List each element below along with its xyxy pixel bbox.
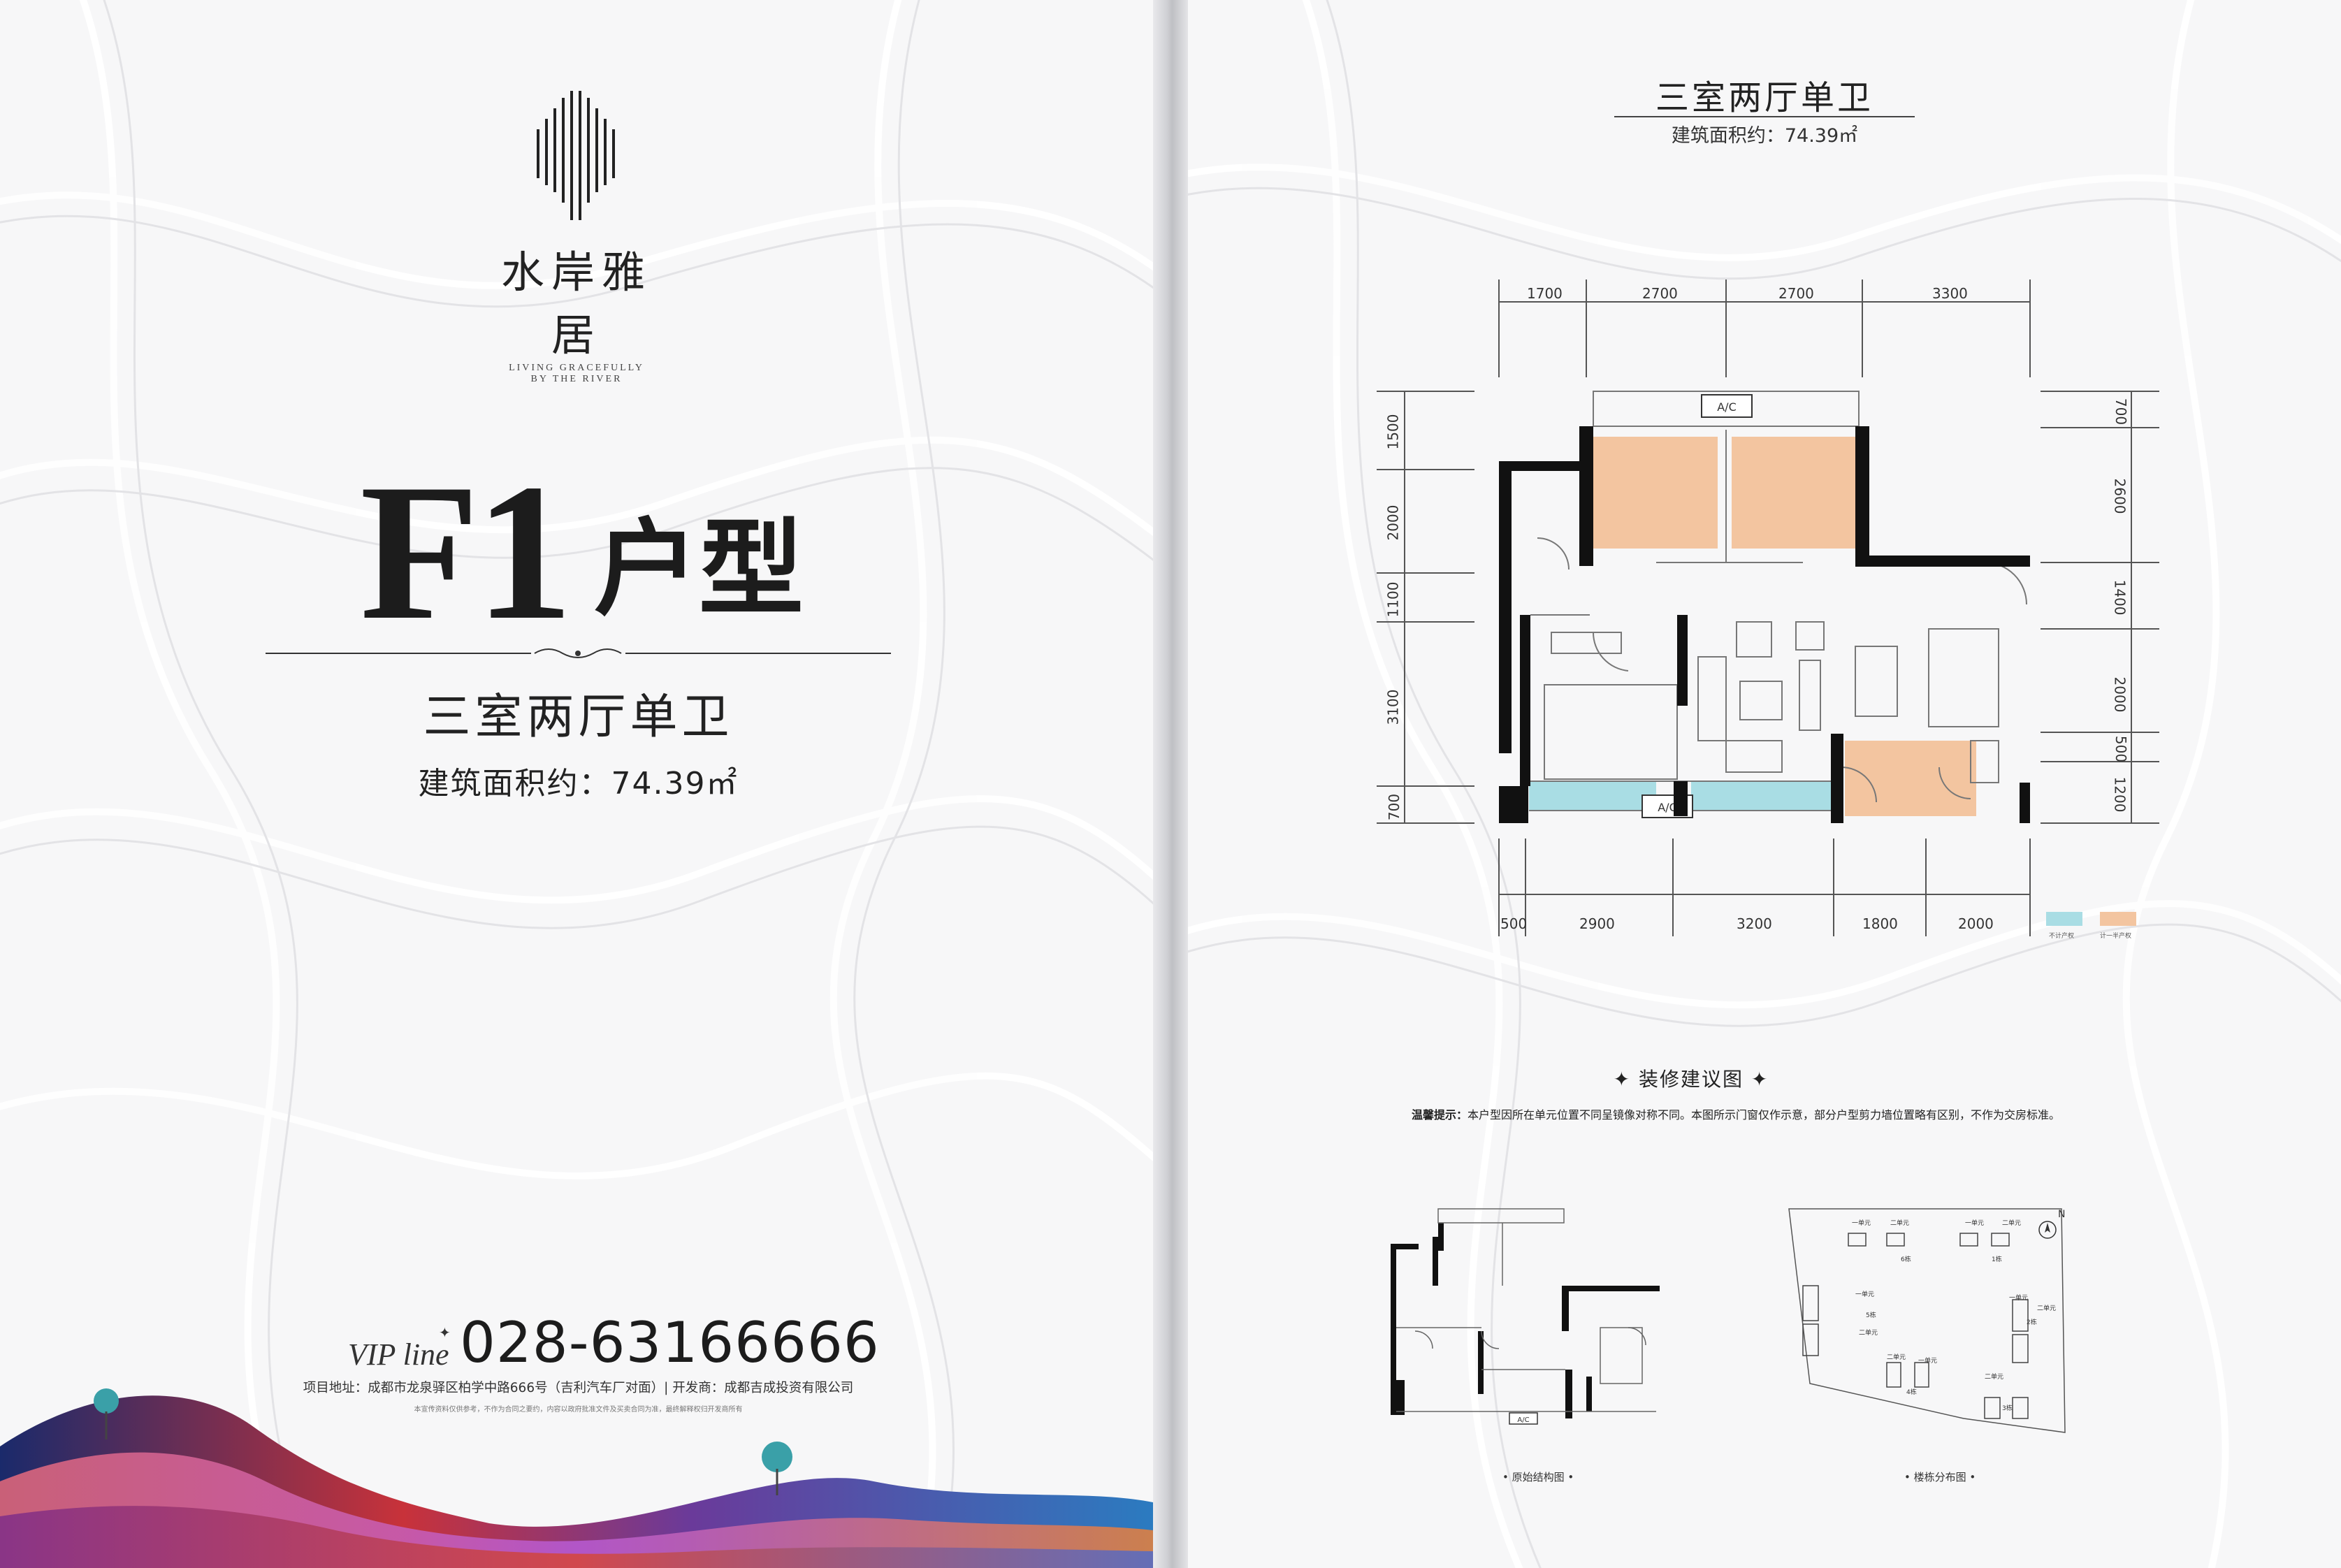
brand-name: 水岸雅居 xyxy=(500,247,652,361)
dim-top-4: 3300 xyxy=(1932,285,1968,302)
unit-layout: 三室两厅单卫 xyxy=(423,690,734,745)
site-label: 4栋 xyxy=(1906,1389,1917,1396)
original-structure-caption: • 原始结构图 • xyxy=(1502,1471,1574,1483)
site-label: 二单元 xyxy=(1890,1220,1910,1227)
dim-bottom-2: 2900 xyxy=(1579,915,1615,932)
tip-label: 温馨提示： xyxy=(1412,1108,1468,1121)
dim-left-2: 2000 xyxy=(1384,504,1402,541)
dim-right-4: 2000 xyxy=(2111,676,2129,713)
legend-label-no-ownership: 不计产权 xyxy=(2049,933,2075,940)
vip-mark: ✦ xyxy=(439,1324,451,1341)
plan-area: 建筑面积约：74.39㎡ xyxy=(1671,125,1858,147)
dim-right-6: 1200 xyxy=(2111,776,2129,813)
title-underline xyxy=(1614,116,1915,117)
right-page: 三室两厅单卫 建筑面积约：74.39㎡ xyxy=(1188,0,2341,1568)
ac-unit-top: A/C xyxy=(1717,400,1737,414)
compass-icon xyxy=(2038,1221,2057,1239)
site-label: 一单元 xyxy=(1855,1291,1875,1298)
site-label: 二单元 xyxy=(2002,1220,2022,1227)
ornament-divider xyxy=(266,648,891,658)
dim-bottom-3: 3200 xyxy=(1737,915,1772,932)
legend-swatch-no-ownership xyxy=(2046,912,2082,926)
site-label: 一单元 xyxy=(1965,1220,1985,1227)
dim-right-5: 500 xyxy=(2112,735,2130,763)
dim-top-3: 2700 xyxy=(1778,285,1814,302)
legend-swatch-half-ownership xyxy=(2100,912,2136,926)
colorful-hills-illustration xyxy=(0,1388,1153,1568)
site-label: 二单元 xyxy=(1985,1374,2004,1381)
site-label: 3栋 xyxy=(2002,1405,2013,1412)
site-label: 二单元 xyxy=(1887,1354,1906,1361)
original-ac-label: A/C xyxy=(1517,1416,1529,1424)
dim-right-3: 1400 xyxy=(2111,579,2129,616)
dim-bottom-4: 1800 xyxy=(1862,915,1898,932)
left-page: 水岸雅居 LIVING GRACEFULLY BY THE RIVER F1 户… xyxy=(0,0,1153,1568)
site-label: 2栋 xyxy=(2027,1319,2037,1326)
dim-bottom-5: 2000 xyxy=(1958,915,1994,932)
dim-left-1: 1500 xyxy=(1384,414,1402,450)
plan-title: 三室两厅单卫 xyxy=(1655,78,1873,117)
vip-label: VIP line xyxy=(348,1337,449,1372)
brand-logo: 水岸雅居 LIVING GRACEFULLY BY THE RIVER xyxy=(482,87,671,385)
north-label: N xyxy=(2058,1209,2065,1220)
brand-tagline-1: LIVING GRACEFULLY xyxy=(509,363,644,373)
marble-swirl-background xyxy=(1188,0,2341,1568)
unit-code: F1 xyxy=(360,443,573,660)
book-spine xyxy=(1153,0,1188,1568)
warm-tip: 温馨提示：本户型因所在单元位置不同呈镜像对称不同。本图所示门窗仅作示意，部分户型… xyxy=(1412,1105,2110,1122)
disclaimer: 本宣传资料仅供参考，不作为合同之要约，内容以政府批准文件及买卖合同为准，最终解释… xyxy=(414,1406,743,1414)
project-address: 项目地址：成都市龙泉驿区柏学中路666号（吉利汽车厂对面）| 开发商：成都吉成投… xyxy=(303,1381,854,1395)
dim-right-2: 2600 xyxy=(2111,478,2129,514)
site-map: N xyxy=(1788,1208,2066,1433)
marble-swirl-background xyxy=(0,0,1153,1568)
plan-caption: ✦ 装修建议图 ✦ xyxy=(1613,1068,1769,1091)
dim-bottom-1: 500 xyxy=(1500,915,1528,932)
site-label: 5栋 xyxy=(1866,1312,1876,1319)
dim-left-4: 3100 xyxy=(1384,689,1402,725)
site-label: 1栋 xyxy=(1992,1256,2002,1263)
unit-suffix: 户型 xyxy=(594,509,804,630)
brand-tagline-2: BY THE RIVER xyxy=(530,374,623,384)
dim-left-3: 1100 xyxy=(1384,581,1402,618)
site-map-caption: • 楼栋分布图 • xyxy=(1904,1471,1976,1483)
dim-left-5: 700 xyxy=(1386,793,1403,821)
tip-text: 本户型因所在单元位置不同呈镜像对称不同。本图所示门窗仅作示意，部分户型剪力墙位置… xyxy=(1467,1108,2061,1121)
site-label: 6栋 xyxy=(1901,1256,1911,1263)
site-label: 二单元 xyxy=(2037,1305,2057,1312)
dim-top-2: 2700 xyxy=(1642,285,1678,302)
logo-mark-icon xyxy=(537,91,615,220)
site-label: 一单元 xyxy=(1918,1358,1938,1365)
site-label: 二单元 xyxy=(1859,1330,1878,1337)
legend-label-half-ownership: 计一半产权 xyxy=(2100,933,2132,940)
site-label: 一单元 xyxy=(1852,1220,1871,1227)
dim-top-1: 1700 xyxy=(1527,285,1563,302)
floor-plan: A/C A/C xyxy=(1377,280,2159,936)
original-structure-plan: A/C xyxy=(1391,1208,1660,1425)
ac-unit-bottom: A/C xyxy=(1658,801,1677,814)
dim-right-1: 700 xyxy=(2112,398,2130,426)
unit-area: 建筑面积约：74.39㎡ xyxy=(418,766,739,801)
site-label: 一单元 xyxy=(2009,1295,2029,1302)
vip-phone-number[interactable]: 028-63166666 xyxy=(460,1310,880,1375)
